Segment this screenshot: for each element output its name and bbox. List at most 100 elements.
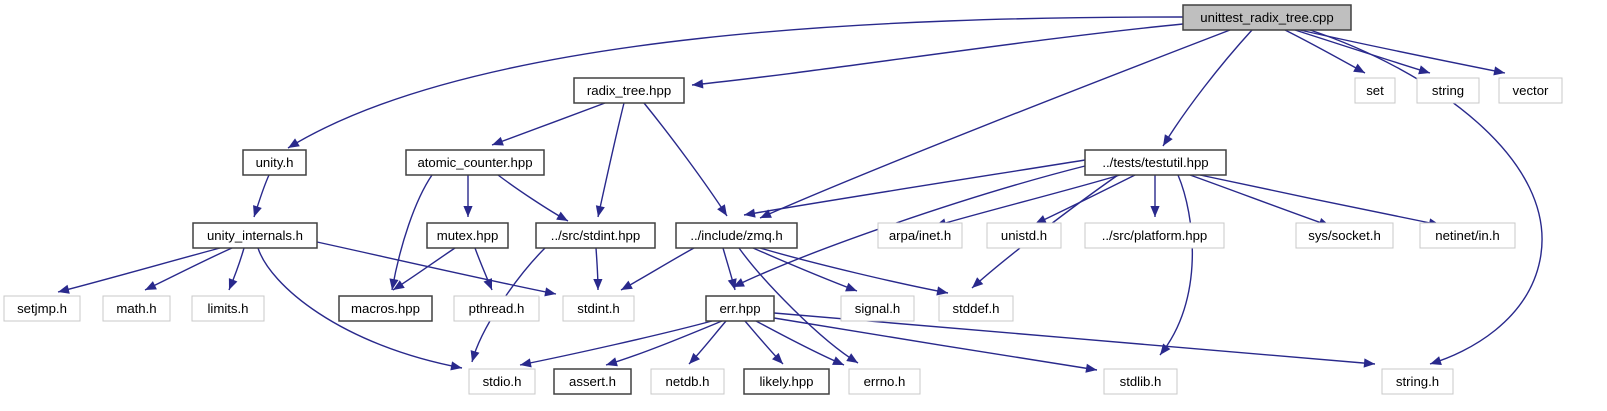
node-box[interactable] (1419, 222, 1516, 249)
node-label: unistd.h (1001, 228, 1047, 243)
node-testutil_hpp[interactable]: ../tests/testutil.hpp (1084, 149, 1227, 176)
node-box[interactable] (743, 368, 830, 395)
arrowhead (744, 208, 756, 218)
node-label: signal.h (855, 301, 900, 316)
arrowhead (832, 356, 844, 365)
node-box[interactable] (535, 222, 656, 249)
node-label: vector (1513, 83, 1550, 98)
edge-testutil_hpp-to-unistd_h (1034, 174, 1136, 225)
node-netdb_h[interactable]: netdb.h (650, 368, 725, 395)
node-box[interactable] (1103, 368, 1178, 395)
node-label: unity.h (256, 155, 294, 170)
node-box[interactable] (675, 222, 798, 249)
node-box[interactable] (938, 295, 1014, 322)
node-box[interactable] (848, 368, 921, 395)
node-unistd_h[interactable]: unistd.h (986, 222, 1062, 249)
node-box[interactable] (1084, 222, 1225, 249)
node-box[interactable] (553, 368, 632, 395)
node-src_stdint_hpp[interactable]: ../src/stdint.hpp (535, 222, 656, 249)
node-stdio_h[interactable]: stdio.h (468, 368, 536, 395)
node-errno_h[interactable]: errno.h (848, 368, 921, 395)
node-box[interactable] (1354, 77, 1396, 104)
edge-unittest_radix_tree_cpp-to-include_zmq_h (759, 29, 1231, 219)
edge-radix_tree_hpp-to-include_zmq_h (643, 102, 728, 217)
node-box[interactable] (338, 295, 433, 322)
node-err_hpp[interactable]: err.hpp (705, 295, 775, 322)
node-box[interactable] (1498, 77, 1563, 104)
arrowhead (1363, 358, 1375, 368)
node-box[interactable] (1381, 368, 1454, 395)
node-stddef_h[interactable]: stddef.h (938, 295, 1014, 322)
node-box[interactable] (1295, 222, 1394, 249)
node-box[interactable] (650, 368, 725, 395)
node-box[interactable] (705, 295, 775, 322)
node-box[interactable] (1182, 4, 1352, 31)
edge-unittest_radix_tree_cpp-to-set (1284, 29, 1366, 74)
node-arpa_inet_h[interactable]: arpa/inet.h (877, 222, 963, 249)
node-box[interactable] (453, 295, 540, 322)
node-vector[interactable]: vector (1498, 77, 1563, 104)
node-label: atomic_counter.hpp (417, 155, 532, 170)
node-sys_socket_h[interactable]: sys/socket.h (1295, 222, 1394, 249)
node-include_zmq_h[interactable]: ../include/zmq.h (675, 222, 798, 249)
node-box[interactable] (468, 368, 536, 395)
node-box[interactable] (986, 222, 1062, 249)
node-netinet_in_h[interactable]: netinet/in.h (1419, 222, 1516, 249)
node-box[interactable] (3, 295, 81, 322)
node-stdlib_h[interactable]: stdlib.h (1103, 368, 1178, 395)
node-box[interactable] (840, 295, 915, 322)
edge-unittest_radix_tree_cpp-to-string (1294, 29, 1431, 74)
node-unity_internals_h[interactable]: unity_internals.h (192, 222, 318, 249)
node-src_platform_hpp[interactable]: ../src/platform.hpp (1084, 222, 1225, 249)
node-box[interactable] (562, 295, 635, 322)
edge-testutil_hpp-to-sys_socket_h (1189, 174, 1331, 227)
node-radix_tree_hpp[interactable]: radix_tree.hpp (573, 77, 685, 104)
node-unity_h[interactable]: unity.h (242, 149, 307, 176)
arrowhead (520, 358, 532, 368)
node-label: macros.hpp (351, 301, 420, 316)
node-box[interactable] (102, 295, 171, 322)
node-atomic_counter_hpp[interactable]: atomic_counter.hpp (405, 149, 545, 176)
node-box[interactable] (1084, 149, 1227, 176)
node-math_h[interactable]: math.h (102, 295, 171, 322)
node-label: ../src/platform.hpp (1102, 228, 1208, 243)
edge-mutex_hpp-to-macros_hpp (392, 247, 456, 291)
edge-atomic_counter_hpp-to-macros_hpp (391, 174, 433, 291)
node-label: ../src/stdint.hpp (551, 228, 640, 243)
node-string_h[interactable]: string.h (1381, 368, 1454, 395)
node-label: string.h (1396, 374, 1439, 389)
arrowhead (253, 205, 262, 217)
node-assert_h[interactable]: assert.h (553, 368, 632, 395)
node-box[interactable] (405, 149, 545, 176)
node-mutex_hpp[interactable]: mutex.hpp (426, 222, 509, 249)
arrowhead (1085, 363, 1097, 373)
arrowhead (593, 278, 603, 290)
edge-unity_internals_h-to-setjmp_h (57, 247, 221, 293)
node-setjmp_h[interactable]: setjmp.h (3, 295, 81, 322)
node-signal_h[interactable]: signal.h (840, 295, 915, 322)
node-box[interactable] (573, 77, 685, 104)
node-label: unittest_radix_tree.cpp (1200, 10, 1333, 25)
edge-radix_tree_hpp-to-atomic_counter_hpp (491, 102, 606, 146)
node-string[interactable]: string (1416, 77, 1480, 104)
node-stdint_h[interactable]: stdint.h (562, 295, 635, 322)
node-box[interactable] (877, 222, 963, 249)
node-box[interactable] (191, 295, 265, 322)
node-set[interactable]: set (1354, 77, 1396, 104)
node-box[interactable] (192, 222, 318, 249)
node-label: stdio.h (483, 374, 522, 389)
arrowhead (1418, 65, 1430, 75)
node-box[interactable] (242, 149, 307, 176)
node-label: sys/socket.h (1308, 228, 1381, 243)
node-pthread_h[interactable]: pthread.h (453, 295, 540, 322)
edge-unittest_radix_tree_cpp-to-vector (1299, 29, 1506, 74)
node-macros_hpp[interactable]: macros.hpp (338, 295, 433, 322)
arrowhead (393, 280, 405, 290)
node-label: unity_internals.h (207, 228, 303, 243)
arrowhead (692, 79, 704, 89)
node-box[interactable] (426, 222, 509, 249)
node-limits_h[interactable]: limits.h (191, 295, 265, 322)
node-unittest_radix_tree_cpp[interactable]: unittest_radix_tree.cpp (1182, 4, 1352, 31)
node-box[interactable] (1416, 77, 1480, 104)
node-likely_hpp[interactable]: likely.hpp (743, 368, 830, 395)
